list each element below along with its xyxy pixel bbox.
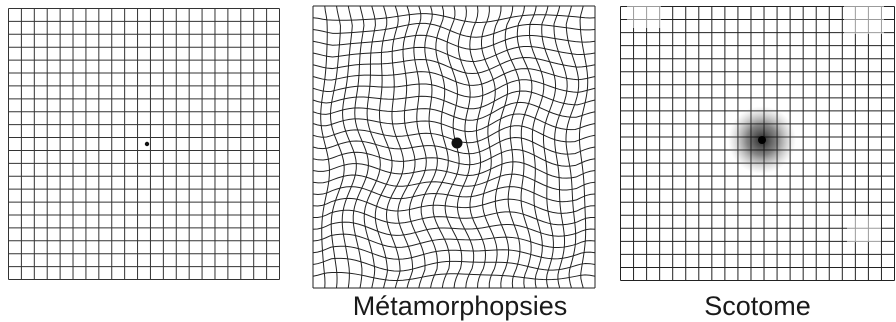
grid-vertical-line [342,6,356,288]
amsler-grid-normal [8,0,286,282]
grid-horizontal-line [313,46,595,61]
grid-vertical-line [353,6,368,288]
metamorphopsia-caption: Métamorphopsies [302,290,618,322]
grid-vertical-line [386,6,403,288]
metamorphopsia-grid-panel: Métamorphopsies [312,0,608,322]
grid-vertical-line [364,6,380,288]
amsler-grid-scotoma [619,0,896,288]
grid-horizontal-line [313,35,595,49]
grid-horizontal-line [313,80,595,97]
grid-vertical-line [321,6,330,288]
fixation-dot [452,138,463,149]
normal-grid-panel [8,0,286,290]
grid-horizontal-line [313,272,595,280]
faded-region [844,6,884,34]
fixation-dot [145,142,149,146]
scotoma-caption: Scotome [619,290,896,322]
fixation-dot [758,136,766,144]
grid-vertical-line [554,6,567,288]
grid-lines [9,9,280,280]
amsler-grid-metamorphopsia [312,0,608,288]
grid-horizontal-line [313,23,595,37]
faded-region [627,6,661,28]
scotoma-grid-panel: Scotome [619,0,896,322]
grid-vertical-line [579,6,587,288]
grid-horizontal-line [313,258,595,271]
faded-region [847,216,881,242]
